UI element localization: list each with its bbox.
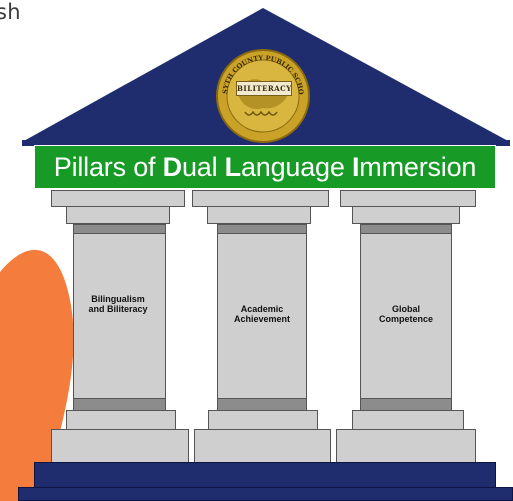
title-bold-letter: D: [162, 152, 183, 182]
pillar-capital: [340, 190, 476, 207]
pillar-capital-lower: [207, 206, 311, 224]
title-part: ual: [181, 152, 225, 182]
pillar-capital-lower: [66, 206, 170, 224]
title-part: Pillars of: [53, 152, 163, 182]
pillar-label-global: Global Competence: [378, 304, 433, 324]
title-part: mmersion: [359, 152, 477, 182]
pillar-plinth: [336, 429, 476, 463]
pillar-label-academic: Academic Achievement: [233, 304, 291, 324]
pillar-base: [66, 410, 176, 430]
title-banner: Pillars of Dual Language Immersion: [34, 145, 496, 189]
seal-label: BILITERACY: [236, 81, 292, 96]
pillar-shaft: [217, 233, 307, 399]
pillar-capital: [51, 190, 185, 207]
pillar-shaft: [360, 233, 452, 399]
temple-step-lower: [18, 487, 513, 501]
pillar-base: [352, 410, 464, 430]
seal-ring-text: FORSYTH COUNTY PUBLIC SCHOOLS: [215, 48, 305, 95]
pillar-plinth: [51, 429, 189, 463]
title-bold-letter: I: [351, 152, 360, 182]
pillar-capital-lower: [352, 206, 460, 224]
pillar-capital: [192, 190, 329, 207]
pillar-label-bilingualism: Bilingualism and Biliteracy: [88, 294, 148, 314]
pillar-base: [208, 410, 318, 430]
pillar-plinth: [194, 429, 331, 463]
title-bold-letter: L: [224, 152, 242, 182]
title-part: anguage: [240, 152, 352, 182]
temple-step-upper: [34, 462, 496, 488]
pillar-shaft: [73, 233, 166, 399]
cropped-heading-text: sh: [0, 0, 21, 24]
